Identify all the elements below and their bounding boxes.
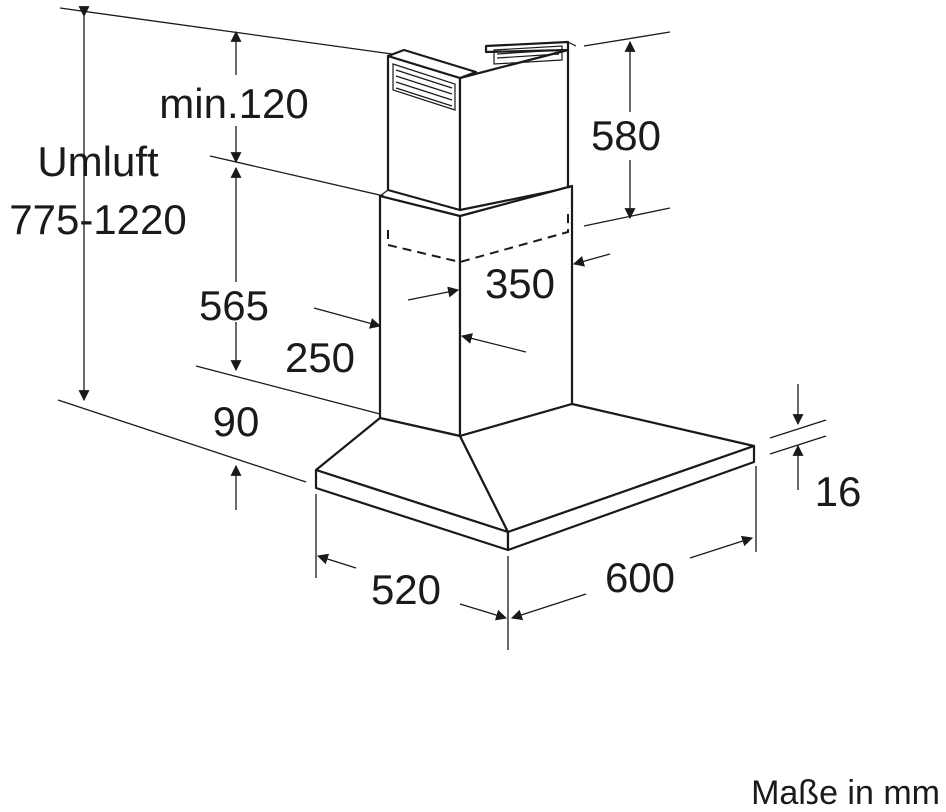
label-umluft-range: 775-1220 <box>9 196 187 243</box>
label-umluft: Umluft <box>37 138 159 185</box>
vent-grille-right <box>493 45 563 65</box>
label-90: 90 <box>213 398 260 445</box>
label-250: 250 <box>285 334 355 381</box>
label-600: 600 <box>605 554 675 601</box>
upper-chimney <box>386 40 577 212</box>
label-565: 565 <box>199 282 269 329</box>
600-arrow-right <box>689 535 754 559</box>
label-520: 520 <box>371 566 441 613</box>
label-580: 580 <box>591 112 661 159</box>
dimension-labels: min.120 Umluft 775-1220 565 250 90 580 3… <box>9 80 940 812</box>
520-arrow-left <box>316 553 357 569</box>
350-arrow-left <box>407 286 460 301</box>
250-arrow-left <box>313 307 382 329</box>
600-arrow-left <box>510 593 587 621</box>
lower-chimney <box>378 184 574 438</box>
label-units: Maße in mm <box>751 774 940 812</box>
dimension-lines <box>57 6 827 650</box>
label-350: 350 <box>485 260 555 307</box>
520-arrow-right <box>459 603 508 621</box>
350-arrow-right <box>572 253 611 267</box>
label-16: 16 <box>815 468 862 515</box>
canopy <box>314 402 756 552</box>
hood-drawing <box>314 40 756 552</box>
vent-grille-left <box>392 63 456 111</box>
250-arrow-right <box>460 333 527 353</box>
label-min120: min.120 <box>159 80 308 127</box>
